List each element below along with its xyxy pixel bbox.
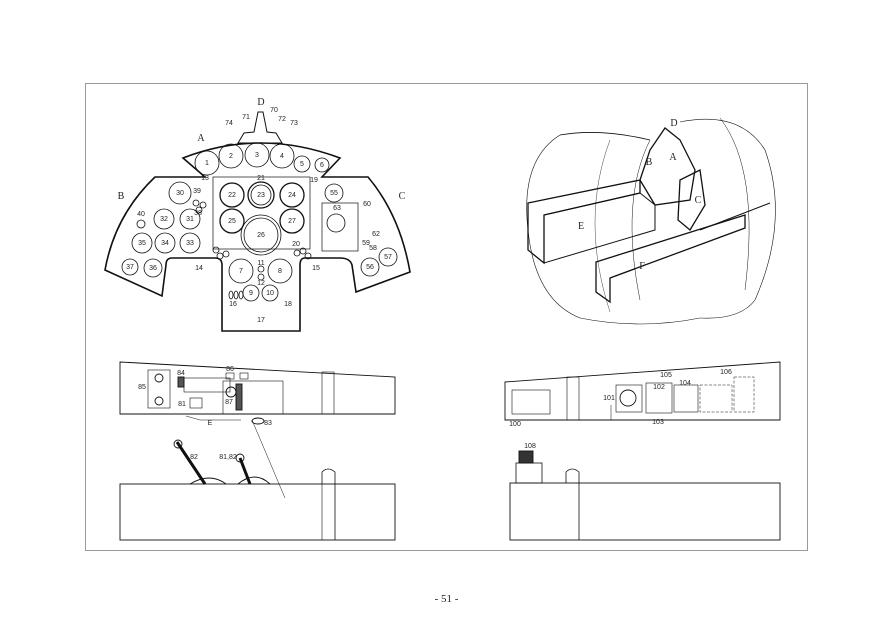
instrument-18: 18 [284, 301, 292, 308]
instrument-26: 26 [257, 232, 265, 239]
instrument-63: 63 [333, 205, 341, 212]
instrument-16: 16 [229, 301, 237, 308]
section-c-label: C [399, 191, 406, 202]
instrument-4: 4 [280, 153, 284, 160]
page-number: - 51 - [434, 593, 459, 605]
instrument-31: 31 [186, 216, 194, 223]
cockpit-label-a: A [669, 152, 677, 163]
cockpit-label-e: E [578, 221, 584, 232]
instrument-20: 20 [292, 241, 300, 248]
instrument-14: 14 [195, 265, 203, 272]
cockpit-label-c: C [695, 195, 702, 206]
instrument-58: 58 [369, 245, 377, 252]
instrument-11: 11 [257, 260, 264, 267]
instrument-56: 56 [366, 264, 374, 271]
panel-outline [104, 142, 411, 332]
cockpit-label-d: D [670, 118, 677, 129]
instrument-number-labels: 1 2 3 4 5 6 7 8 9 10 11 12 13 14 15 16 1… [126, 152, 392, 324]
instrument-38: 38 [194, 210, 202, 217]
label-72: 72 [278, 116, 286, 123]
label-71: 71 [242, 114, 250, 121]
instrument-59: 59 [362, 240, 370, 247]
c-subpanel [321, 202, 359, 252]
section-d-label: D [257, 97, 264, 108]
instrument-17: 17 [257, 317, 265, 324]
instrument-9: 9 [249, 290, 253, 297]
instrument-24: 24 [288, 192, 296, 199]
instrument-23: 23 [257, 192, 265, 199]
instrument-39: 39 [193, 188, 201, 195]
left-console-label-83: 83 [264, 420, 272, 427]
left-console-label-84: 84 [177, 370, 185, 377]
panel-d-bracket [237, 111, 283, 144]
right-console-label-104: 104 [679, 380, 691, 387]
instrument-12: 12 [257, 280, 265, 287]
instrument-33: 33 [186, 240, 194, 247]
instrument-37: 37 [126, 264, 134, 271]
left-console-label-85: 85 [138, 384, 146, 391]
section-a-label: A [197, 133, 205, 144]
left-console-diagram: E 84 86 85 87 81 83 82 81,82 [119, 361, 396, 541]
section-b-label: B [118, 191, 125, 202]
center-subpanel [212, 176, 311, 250]
instrument-19: 19 [310, 177, 318, 184]
right-console-label-100: 100 [509, 421, 521, 428]
left-console-label-e: E [208, 420, 213, 427]
instrument-22: 22 [228, 192, 236, 199]
instrument-2: 2 [229, 153, 233, 160]
right-console-diagram: 100 101 102 103 104 105 106 108 [504, 361, 781, 541]
instrument-panel-diagram: A B C D 70 71 72 73 74 1 2 3 4 5 6 7 8 9… [104, 97, 411, 332]
instrument-13: 13 [201, 175, 209, 182]
instrument-8: 8 [278, 268, 282, 275]
instrument-34: 34 [161, 240, 169, 247]
instrument-62: 62 [372, 231, 380, 238]
instrument-1: 1 [205, 160, 209, 167]
right-console-label-103: 103 [652, 419, 664, 426]
right-console-label-102: 102 [653, 384, 665, 391]
instrument-32: 32 [160, 216, 168, 223]
instrument-40: 40 [137, 211, 145, 218]
left-console-label-81-82: 81,82 [219, 454, 237, 461]
instrument-55: 55 [330, 190, 338, 197]
instrument-60: 60 [363, 201, 371, 208]
instrument-57: 57 [384, 254, 392, 261]
left-console-label-81: 81 [178, 401, 186, 408]
right-console-label-106: 106 [720, 369, 732, 376]
instrument-21: 21 [257, 175, 265, 182]
left-console-label-87: 87 [225, 399, 233, 406]
instrument-3: 3 [255, 152, 259, 159]
instrument-5: 5 [300, 161, 304, 168]
instrument-35: 35 [138, 240, 146, 247]
cockpit-label-f: F [639, 261, 645, 272]
cockpit-label-b: B [646, 157, 653, 168]
label-73: 73 [290, 120, 298, 127]
instrument-30: 30 [176, 190, 184, 197]
figure-frame [85, 83, 808, 551]
label-70: 70 [270, 107, 278, 114]
right-console-label-101: 101 [603, 395, 615, 402]
left-console-label-82: 82 [190, 454, 198, 461]
label-74: 74 [225, 120, 233, 127]
instrument-7: 7 [239, 268, 243, 275]
instrument-15: 15 [312, 265, 320, 272]
instrument-6: 6 [320, 162, 324, 169]
left-console-label-86: 86 [226, 366, 234, 373]
cockpit-perspective-diagram: D A B C E F [526, 117, 776, 325]
instrument-36: 36 [149, 265, 157, 272]
instrument-25: 25 [228, 218, 236, 225]
instrument-27: 27 [288, 218, 296, 225]
right-console-label-108: 108 [524, 443, 536, 450]
instrument-10: 10 [266, 290, 274, 297]
right-console-label-105: 105 [660, 372, 672, 379]
